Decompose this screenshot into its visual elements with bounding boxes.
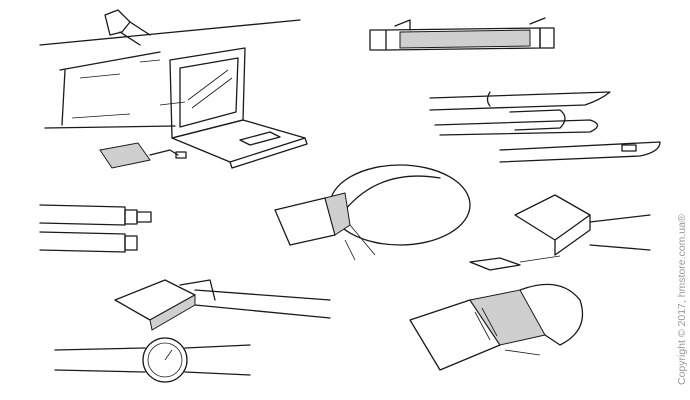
hand-clasp-sketch — [409, 283, 584, 371]
buckle-sketch — [469, 194, 651, 271]
strap-sketch-top — [369, 17, 555, 51]
laptop-sketch — [39, 9, 308, 169]
wristwatch-sketch — [54, 337, 251, 383]
watch-clasp-sketch — [274, 164, 471, 261]
strap-end-sketches — [429, 91, 661, 163]
strap-clip-sketch — [39, 204, 152, 253]
copyright-watermark: Copyright © 2017, hmstore.com.ua® — [676, 214, 688, 385]
band-sketch — [114, 279, 331, 331]
